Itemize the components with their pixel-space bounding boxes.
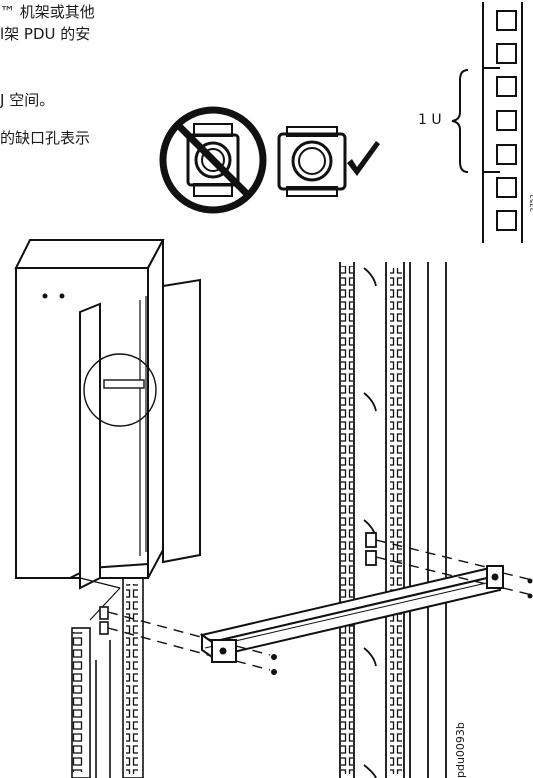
rack-pdu-unit — [199, 565, 504, 663]
correct-cage-nut-icon — [277, 126, 347, 197]
mounting-screw-icons — [271, 578, 533, 675]
instruction-line-2: l架 PDU 的安 — [0, 25, 91, 43]
rack-enclosure — [14, 239, 201, 621]
rack-rails — [339, 262, 447, 778]
rack-unit-label: 1 U — [418, 112, 442, 128]
instruction-line-3: J 空间。 — [0, 91, 55, 109]
instruction-line-1: ™ 机架或其他 — [0, 3, 95, 21]
prohibited-cage-nut-icon — [159, 106, 267, 214]
instruction-line-4: 的缺口孔表示 — [0, 129, 91, 147]
rack-rail-detail — [71, 577, 144, 778]
figure-code: pdu0093b — [454, 722, 467, 778]
checkmark-icon — [347, 141, 380, 176]
mounting-guide-lines — [107, 539, 533, 671]
